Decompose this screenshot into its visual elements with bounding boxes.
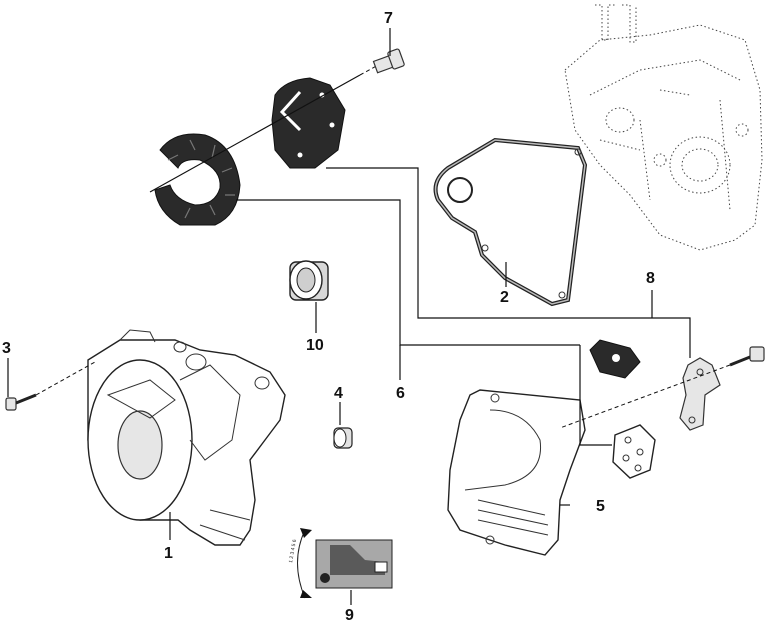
bushing-4 [333, 427, 353, 449]
bushing-10 [289, 260, 329, 301]
callout-3: 3 [2, 340, 11, 357]
crankcase-illustration [564, 4, 763, 251]
retaining-plate [612, 424, 656, 479]
rubber-damper-ring [154, 133, 241, 226]
leader-lines [7, 28, 691, 605]
chain-wear-decal: 1 2 3 4 5 6 [288, 528, 393, 599]
callout-8: 8 [646, 270, 655, 287]
chain-guide-pad [589, 339, 641, 379]
callout-9: 9 [345, 607, 354, 623]
assembly-axis-line [149, 74, 361, 193]
cover-gasket [433, 137, 588, 307]
bolt-8 [559, 346, 765, 429]
callout-numbers: 7 2 8 3 10 4 6 5 1 9 [2, 10, 655, 623]
callout-1: 1 [164, 545, 173, 562]
callout-10: 10 [306, 337, 324, 354]
callout-6: 6 [396, 385, 405, 402]
bolt-3 [5, 361, 96, 411]
callout-5: 5 [596, 498, 605, 515]
gauge-marks: 1 2 3 4 5 6 [288, 539, 298, 564]
left-engine-cover [87, 329, 286, 546]
callout-2: 2 [500, 289, 509, 306]
sprocket-cover [447, 389, 586, 556]
bolt-7 [372, 48, 405, 74]
sprocket-guard-plate [271, 77, 346, 169]
bracket-8 [679, 357, 721, 431]
bolt-axis-line [359, 63, 381, 76]
callout-4: 4 [334, 385, 343, 402]
callout-7: 7 [384, 10, 393, 27]
